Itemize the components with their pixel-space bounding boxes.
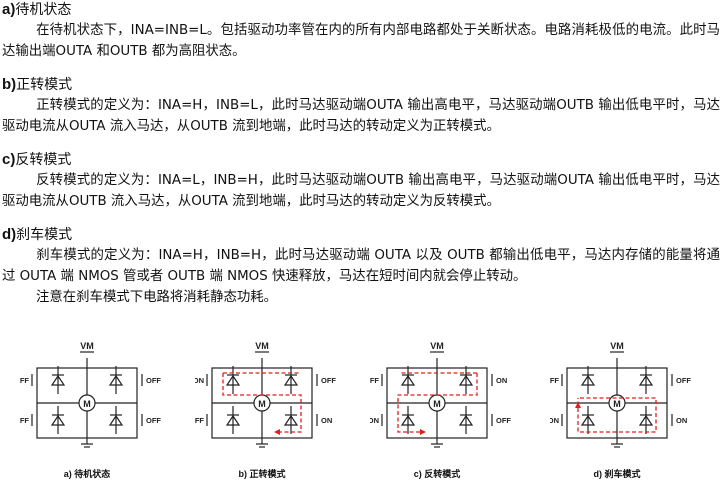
section-paragraph: 在待机状态下，INA=INB=L。包括驱动功率管在内的所有内部电路都处于关断状态… (2, 23, 720, 59)
section-forward: b)正转模式 正转模式的定义为：INA=H，INB=L，此时马达驱动端OUTA … (0, 75, 720, 137)
supply-label: VM (255, 341, 269, 351)
section-letter: b) (2, 76, 17, 93)
section-title: 刹车模式 (16, 227, 73, 243)
section-brake: d)刹车模式 刹车模式的定义为：INA=H，INB=H，此时马达驱动端 OUTA… (0, 225, 720, 308)
diagram-caption: a) 待机状态 (63, 469, 111, 479)
switch-state-top-left: ON (195, 376, 204, 385)
section-paragraph: 正转模式的定义为：INA=H，INB=L，此时马达驱动端OUTA 输出高电平，马… (2, 98, 720, 134)
current-path (222, 372, 302, 433)
document-body: a)待机状态 在待机状态下，INA=INB=L。包括驱动功率管在内的所有内部电路… (0, 0, 720, 308)
section-letter: d) (2, 226, 17, 243)
h-bridge-diagram: M VM OFF ON OFF ON (550, 341, 691, 448)
circuit-lines (381, 351, 493, 448)
circuit-lines (561, 351, 673, 448)
current-arrow (575, 402, 581, 408)
section-reverse: c)反转模式 反转模式的定义为：INA=L，INB=H，此时马达驱动端OUTB … (0, 150, 720, 212)
motor-symbol (78, 394, 96, 412)
h-bridge-diagrams: M VM OFF OFF OFF OFF a) 待机状态 M VM ON OFF OFF ON b) 正转… (0, 340, 720, 480)
section-heading: b)正转模式 (0, 75, 720, 95)
switch-state-bottom-right: OFF (496, 416, 511, 425)
section-heading: a)待机状态 (0, 0, 720, 20)
switch-state-bottom-right: ON (321, 416, 332, 425)
switch-state-bottom-right: OFF (146, 416, 161, 425)
supply-label: VM (80, 341, 94, 351)
motor-symbol (608, 394, 626, 412)
supply-label: VM (430, 341, 444, 351)
section-letter: c) (2, 151, 16, 168)
switch-state-top-right: OFF (321, 376, 336, 385)
section-paragraph: 刹车模式的定义为：INA=H，INB=H，此时马达驱动端 OUTA 以及 OUT… (2, 248, 720, 284)
switch-state-top-right: OFF (146, 376, 161, 385)
current-arrow (420, 429, 426, 435)
section-paragraph: 反转模式的定义为：INA=L，INB=H，此时马达驱动端OUTB 输出高电平，马… (2, 173, 720, 209)
current-arrow (274, 429, 280, 435)
switch-state-bottom-right: ON (676, 416, 687, 425)
h-bridge-diagram: M VM OFF OFF OFF OFF (20, 341, 161, 448)
switch-state-bottom-left: ON (370, 416, 379, 425)
section-heading: d)刹车模式 (0, 225, 720, 245)
section-title: 正转模式 (16, 77, 73, 93)
motor-label: M (258, 399, 266, 409)
supply-label: VM (610, 341, 624, 351)
diagram-caption: d) 刹车模式 (593, 469, 641, 479)
switch-state-top-left: OFF (370, 376, 379, 385)
switch-state-bottom-left: OFF (195, 416, 204, 425)
switch-state-bottom-left: OFF (20, 416, 29, 425)
switch-state-top-right: ON (496, 376, 507, 385)
h-bridge-diagram: M VM OFF ON ON OFF (370, 341, 511, 448)
section-standby: a)待机状态 在待机状态下，INA=INB=L。包括驱动功率管在内的所有内部电路… (0, 0, 720, 62)
h-bridge-diagram: M VM ON OFF OFF ON (195, 341, 336, 448)
diagram-caption: c) 反转模式 (413, 469, 461, 479)
switch-state-bottom-left: ON (550, 416, 559, 425)
switch-state-top-right: OFF (676, 376, 691, 385)
switch-state-top-left: OFF (550, 376, 559, 385)
section-note: 注意在刹车模式下电路将消耗静态功耗。 (36, 290, 278, 305)
section-title: 反转模式 (15, 152, 72, 168)
circuit-lines (206, 351, 318, 448)
diagram-caption: b) 正转模式 (238, 469, 286, 479)
current-path (397, 372, 478, 433)
motor-label: M (83, 399, 91, 409)
switch-state-top-left: OFF (20, 376, 29, 385)
motor-label: M (433, 399, 441, 409)
motor-label: M (613, 399, 621, 409)
section-heading: c)反转模式 (0, 150, 720, 170)
circuit-lines (31, 351, 143, 448)
section-letter: a) (2, 1, 16, 18)
section-title: 待机状态 (15, 2, 72, 18)
